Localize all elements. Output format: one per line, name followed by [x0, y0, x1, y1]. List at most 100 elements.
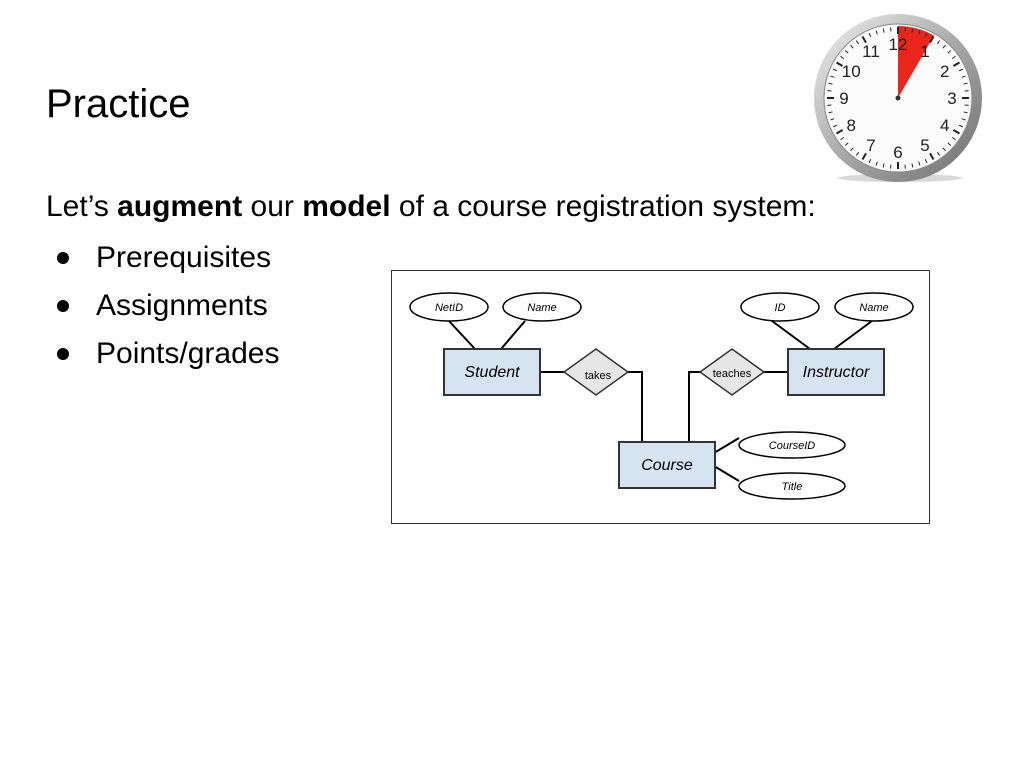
intro-bold-model: model	[302, 190, 391, 223]
intro-prefix: Let’s	[46, 190, 118, 223]
clock-numeral: 3	[947, 89, 956, 108]
svg-text:Name: Name	[527, 302, 556, 314]
clock-tick	[924, 159, 928, 164]
clock-tick	[963, 82, 968, 85]
intro-middle: our	[242, 190, 303, 223]
clock-numeral: 8	[847, 116, 856, 135]
relationship-takes: takes	[562, 348, 630, 396]
attribute-course-id: CourseID	[738, 431, 846, 459]
attribute-student-name: Name	[502, 292, 582, 322]
clock-tick	[951, 55, 956, 60]
clock-tick	[850, 147, 854, 152]
attribute-instructor-name: Name	[834, 292, 914, 322]
clock-center-icon	[895, 95, 901, 101]
clock-numeral: 1	[920, 42, 929, 61]
bullet-dot-icon	[57, 300, 69, 312]
clock-tick	[963, 111, 968, 114]
svg-text:takes: takes	[585, 370, 612, 382]
clock-tick	[861, 152, 867, 160]
clock-tick	[850, 44, 854, 49]
svg-text:NetID: NetID	[435, 302, 463, 314]
clock-tick	[952, 61, 960, 67]
clock-tick	[830, 75, 835, 78]
clock-numeral: 5	[920, 136, 929, 155]
svg-text:ID: ID	[775, 302, 786, 314]
clock-tick	[836, 129, 844, 135]
clock-tick	[828, 82, 833, 85]
bullet-item: Prerequisites	[46, 234, 279, 282]
clock-tick	[832, 68, 837, 72]
clock-tick	[959, 68, 964, 72]
er-diagram-canvas: NetID Name ID Name CourseID Title Studen…	[409, 292, 914, 500]
bullet-dot-icon	[57, 252, 69, 264]
entity-instructor: Instructor	[787, 348, 885, 396]
bullet-item: Assignments	[46, 282, 279, 330]
clock-tick	[936, 151, 941, 156]
clock-tick	[911, 28, 914, 33]
svg-text:Student: Student	[464, 364, 520, 381]
clock-tick	[961, 75, 966, 78]
clock-tick	[918, 30, 921, 35]
clock-tick	[952, 129, 960, 135]
clock-tick	[924, 32, 928, 37]
er-diagram: NetID Name ID Name CourseID Title Studen…	[391, 270, 930, 524]
clock-tick	[911, 163, 914, 168]
slide-title: Practice	[46, 82, 191, 126]
clock-tick	[832, 124, 837, 128]
clock-tick	[844, 142, 849, 146]
attribute-course-title: Title	[738, 472, 846, 500]
bullet-item: Points/grades	[46, 330, 279, 378]
intro-suffix: of a course registration system:	[390, 190, 816, 223]
clock-tick	[929, 36, 935, 44]
clock-tick	[868, 159, 872, 164]
intro-bold-augment: augment	[117, 190, 243, 223]
bullet-text: Points/grades	[96, 337, 280, 370]
clock-tick	[861, 36, 867, 44]
clock-tick	[947, 50, 952, 54]
clock-tick	[882, 163, 885, 168]
clock-tick	[840, 136, 845, 141]
relationship-teaches: teaches	[698, 348, 766, 396]
clock-red-wedge	[898, 25, 934, 98]
clock-tick	[936, 40, 941, 45]
clock-tick	[836, 61, 844, 67]
clock-numeral: 12	[889, 35, 908, 54]
clock-tick	[875, 30, 878, 35]
clock-tick	[918, 161, 921, 166]
clock-tick	[828, 111, 833, 114]
clock-numeral: 10	[842, 62, 861, 81]
clock-numeral: 11	[862, 42, 880, 61]
clock-tick	[882, 28, 885, 33]
clock-numeral: 6	[893, 143, 902, 162]
intro-sentence: Let’s augment our model of a course regi…	[46, 188, 816, 226]
bullet-text: Prerequisites	[96, 241, 272, 274]
clock-ticks	[827, 27, 969, 169]
svg-text:CourseID: CourseID	[769, 440, 816, 452]
clock-tick	[947, 142, 952, 146]
clock-numeral: 4	[940, 116, 949, 135]
svg-text:Name: Name	[859, 302, 888, 314]
entity-course: Course	[618, 441, 716, 489]
clock-numeral: 9	[839, 89, 848, 108]
clock-tick	[868, 32, 872, 37]
svg-text:Instructor: Instructor	[803, 364, 870, 381]
bullet-list: Prerequisites Assignments Points/grades	[46, 234, 279, 378]
clock-tick	[855, 40, 860, 45]
clock-tick	[942, 147, 946, 152]
clock-tick	[830, 118, 835, 121]
clock-tick	[961, 118, 966, 121]
clock-tick	[942, 44, 946, 49]
clock-tick	[929, 152, 935, 160]
bullet-text: Assignments	[96, 289, 268, 322]
svg-text:teaches: teaches	[713, 368, 752, 380]
entity-student: Student	[443, 348, 541, 396]
clock-tick	[855, 151, 860, 156]
clock-tick	[844, 50, 849, 54]
bullet-dot-icon	[57, 348, 69, 360]
clock-numeral: 7	[866, 136, 875, 155]
attribute-instructor-id: ID	[740, 292, 820, 322]
clock-tick	[840, 55, 845, 60]
svg-text:Title: Title	[782, 481, 803, 493]
clock-numeral: 2	[940, 62, 949, 81]
